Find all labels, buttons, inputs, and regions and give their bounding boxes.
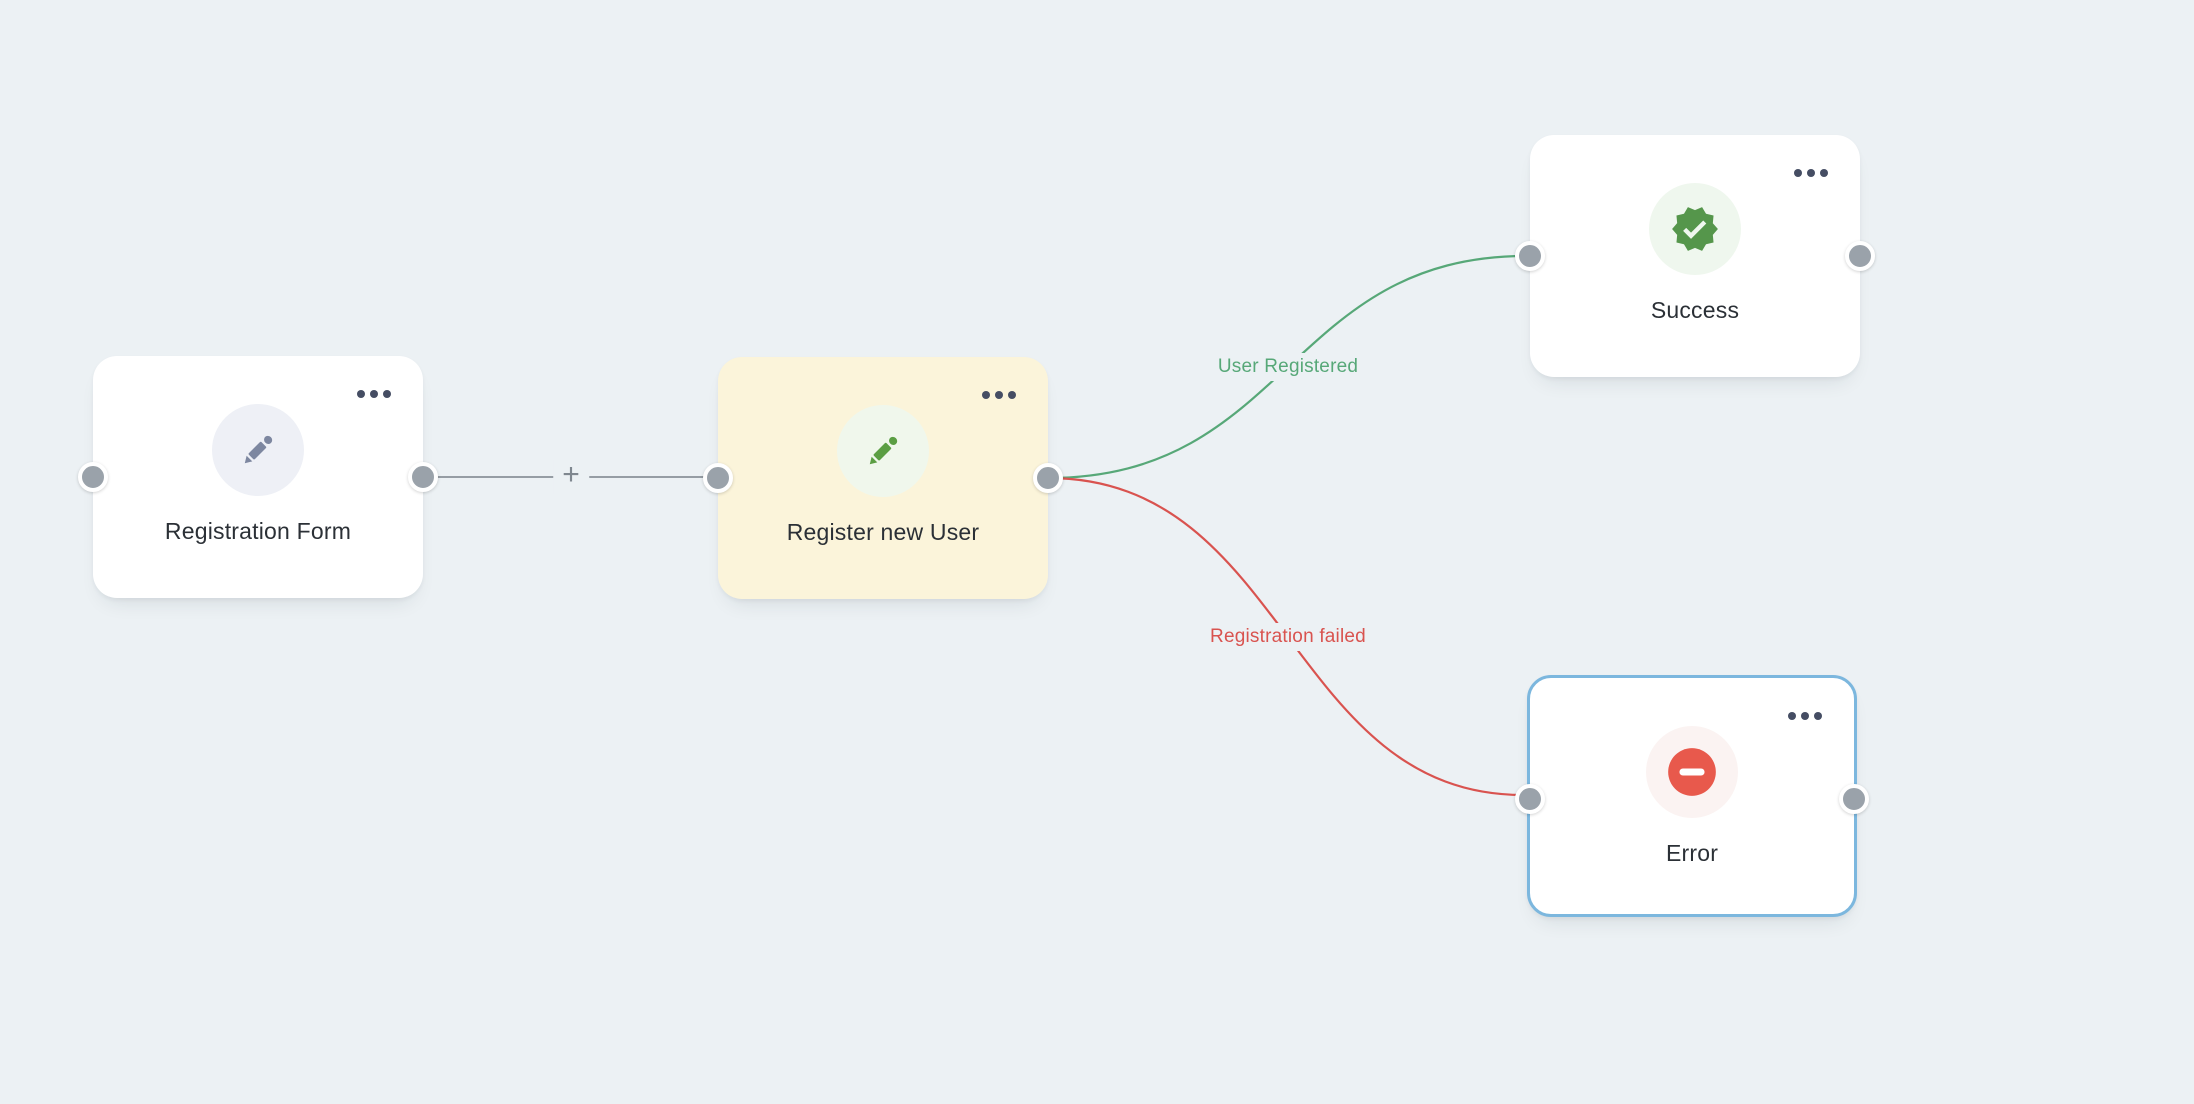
verified-badge-icon [1672, 207, 1718, 251]
ellipsis-icon [1788, 712, 1796, 720]
connection-handle-right[interactable] [1033, 463, 1063, 493]
node-title: Success [1650, 297, 1740, 323]
node-menu-button[interactable] [355, 386, 393, 402]
node-register-new-user[interactable]: Register new User [703, 357, 1063, 599]
node-menu-button[interactable] [1792, 165, 1830, 181]
ellipsis-icon [1807, 169, 1815, 177]
node-icon-circle [837, 405, 929, 497]
pencil-icon [244, 435, 273, 464]
node-icon-circle [212, 404, 304, 496]
node-title: Registration Form [164, 518, 352, 544]
ellipsis-icon [1820, 169, 1828, 177]
node-title: Register new User [786, 519, 980, 545]
edge-label-user-registered[interactable]: User Registered [1208, 353, 1368, 381]
node-registration-form[interactable]: Registration Form [78, 356, 438, 598]
minus-circle-icon [1668, 748, 1716, 796]
ellipsis-icon [1801, 712, 1809, 720]
node-icon-circle [1646, 726, 1738, 818]
pencil-icon [869, 436, 898, 465]
edge-label-registration-failed[interactable]: Registration failed [1201, 623, 1375, 651]
ellipsis-icon [1008, 391, 1016, 399]
connection-handle-left[interactable] [703, 463, 733, 493]
ellipsis-icon [370, 390, 378, 398]
add-node-button[interactable]: + [553, 460, 589, 494]
node-success[interactable]: Success [1515, 135, 1875, 377]
ellipsis-icon [1794, 169, 1802, 177]
ellipsis-icon [383, 390, 391, 398]
ellipsis-icon [982, 391, 990, 399]
node-title: Error [1665, 840, 1719, 866]
ellipsis-icon [1814, 712, 1822, 720]
node-error[interactable]: Error [1515, 675, 1869, 917]
connection-handle-left[interactable] [1515, 784, 1545, 814]
connection-handle-right[interactable] [1845, 241, 1875, 271]
node-icon-circle [1649, 183, 1741, 275]
connection-handle-right[interactable] [1839, 784, 1869, 814]
node-menu-button[interactable] [980, 387, 1018, 403]
ellipsis-icon [357, 390, 365, 398]
connection-handle-left[interactable] [1515, 241, 1545, 271]
ellipsis-icon [995, 391, 1003, 399]
node-menu-button[interactable] [1786, 708, 1824, 724]
connection-handle-left[interactable] [78, 462, 108, 492]
connection-handle-right[interactable] [408, 462, 438, 492]
